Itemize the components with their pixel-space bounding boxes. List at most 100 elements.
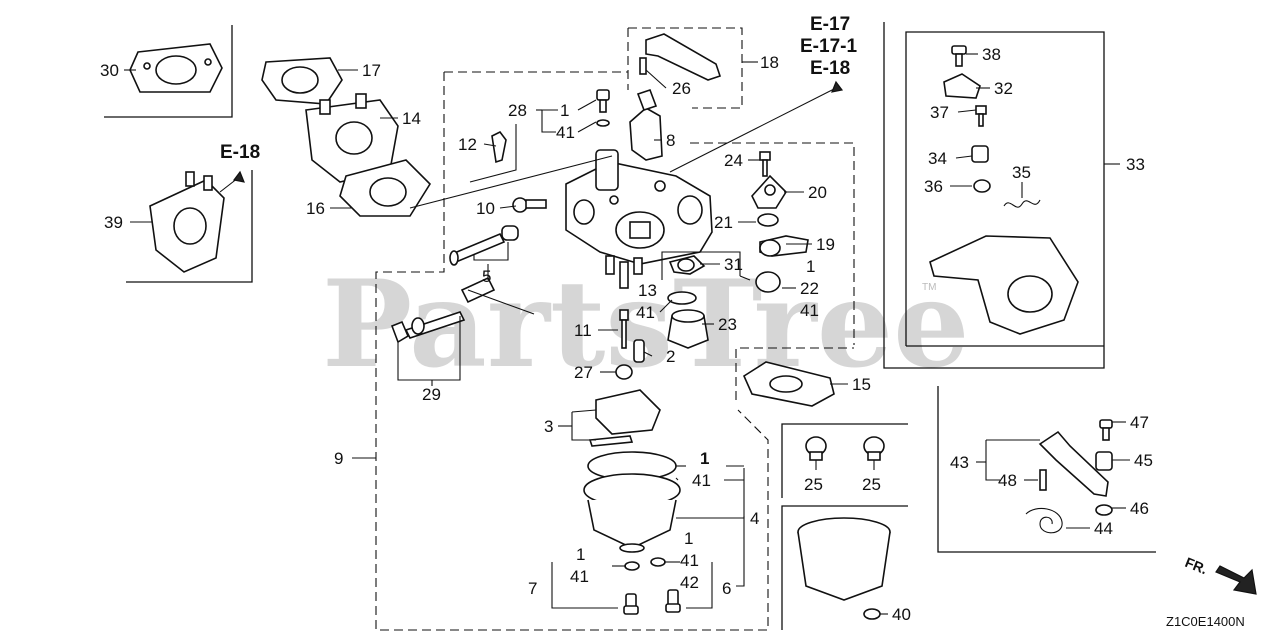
jet-27	[615, 364, 633, 380]
callout-6: 6	[722, 579, 731, 598]
callout-46: 46	[1130, 499, 1149, 518]
float-3	[588, 389, 661, 447]
group-parts	[129, 33, 1257, 620]
callout-32: 32	[994, 79, 1013, 98]
callout-18: 18	[760, 53, 779, 72]
callout-30: 30	[100, 61, 119, 80]
callout-1-lowright: 1	[684, 529, 693, 548]
plate-20	[751, 174, 788, 209]
screw-37	[975, 105, 987, 127]
screw-38	[951, 45, 967, 67]
watermark-trademark: TM	[922, 282, 936, 293]
callout-17: 17	[362, 61, 381, 80]
front-arrow-icon	[1215, 565, 1257, 595]
screw-5	[449, 225, 519, 266]
callout-41-mid: 41	[636, 303, 655, 322]
arm-19	[759, 235, 809, 257]
washer-41-right	[650, 557, 666, 567]
ref-e17-1: E-17-1	[800, 36, 857, 57]
callout-4: 4	[750, 509, 759, 528]
jet-25-right	[863, 436, 885, 461]
callout-26: 26	[672, 79, 691, 98]
bolt-7	[623, 593, 639, 615]
callout-48: 48	[998, 471, 1017, 490]
callout-13: 13	[638, 281, 657, 300]
spring-35	[1003, 199, 1041, 208]
callout-37: 37	[930, 103, 949, 122]
jet-2	[633, 339, 645, 363]
frame-lever-43	[937, 386, 1156, 553]
callout-40: 40	[892, 605, 911, 624]
screw-28	[596, 89, 610, 127]
frame-bowl-40	[781, 505, 908, 630]
callout-20: 20	[808, 183, 827, 202]
ref-e18-left: E-18	[220, 142, 260, 163]
diagram-code: Z1C0E1400N	[1166, 614, 1245, 629]
callout-9: 9	[334, 449, 343, 468]
callout-1-top: 1	[560, 101, 569, 120]
collar-45	[1095, 451, 1113, 471]
callout-23: 23	[718, 315, 737, 334]
callout-25-right: 25	[862, 475, 881, 494]
gasket-16	[339, 159, 432, 217]
callout-29: 29	[422, 385, 441, 404]
ref-e18-top: E-18	[810, 58, 850, 79]
frame-gasket-15	[735, 347, 854, 400]
frame-insulator-39	[126, 170, 253, 283]
gasket-30	[129, 43, 223, 93]
callout-35: 35	[1012, 163, 1031, 182]
callout-1-lowleft: 1	[576, 545, 585, 564]
callout-41-bowl: 41	[692, 471, 711, 490]
frame-lever-18	[628, 27, 743, 109]
callout-24: 24	[724, 151, 743, 170]
pin-12	[491, 130, 507, 164]
callout-43: 43	[950, 453, 969, 472]
carburetor-body	[565, 149, 713, 289]
bowl-4	[583, 451, 681, 553]
bolt-6	[665, 589, 681, 613]
callout-42: 42	[680, 573, 699, 592]
gasket-15	[742, 361, 835, 407]
callout-41-lowright: 41	[680, 551, 699, 570]
callout-36: 36	[924, 177, 943, 196]
callout-41-right: 41	[800, 301, 819, 320]
callout-22: 22	[800, 279, 819, 298]
callout-28: 28	[508, 101, 527, 120]
oring-41	[667, 291, 697, 305]
float-31	[668, 255, 706, 275]
screw-10	[512, 197, 547, 213]
choke-lever-18	[639, 33, 722, 81]
washer-46	[1095, 504, 1113, 516]
frame-carburetor-right	[690, 142, 855, 345]
callout-11: 11	[574, 321, 592, 340]
callout-38: 38	[982, 45, 1001, 64]
callout-1-right: 1	[806, 257, 815, 276]
plug-34	[971, 145, 989, 163]
callout-45: 45	[1134, 451, 1153, 470]
callout-44: 44	[1094, 519, 1113, 538]
callout-39: 39	[104, 213, 123, 232]
callout-1-bowl: 1	[700, 449, 709, 468]
callout-47: 47	[1130, 413, 1149, 432]
group-references: E-17 E-17-1 E-18 E-18	[220, 14, 857, 163]
gasket-17	[261, 57, 343, 105]
callout-41-top: 41	[556, 123, 575, 142]
callout-5: 5	[482, 267, 491, 286]
group-frames	[104, 22, 1156, 631]
jet-22	[755, 271, 781, 293]
collar-36	[973, 179, 991, 193]
callout-33: 33	[1126, 155, 1145, 174]
callout-3: 3	[544, 417, 553, 436]
insulator-39	[149, 171, 225, 273]
float-23	[667, 309, 709, 349]
callout-12: 12	[458, 135, 477, 154]
frame-carburetor-9	[375, 72, 769, 631]
callout-27: 27	[574, 363, 593, 382]
callout-19: 19	[816, 235, 835, 254]
needle-29	[390, 276, 496, 344]
washer-41-left	[624, 561, 640, 571]
callout-7: 7	[528, 579, 537, 598]
ref-e17: E-17	[810, 14, 850, 35]
washer-21	[757, 213, 779, 227]
